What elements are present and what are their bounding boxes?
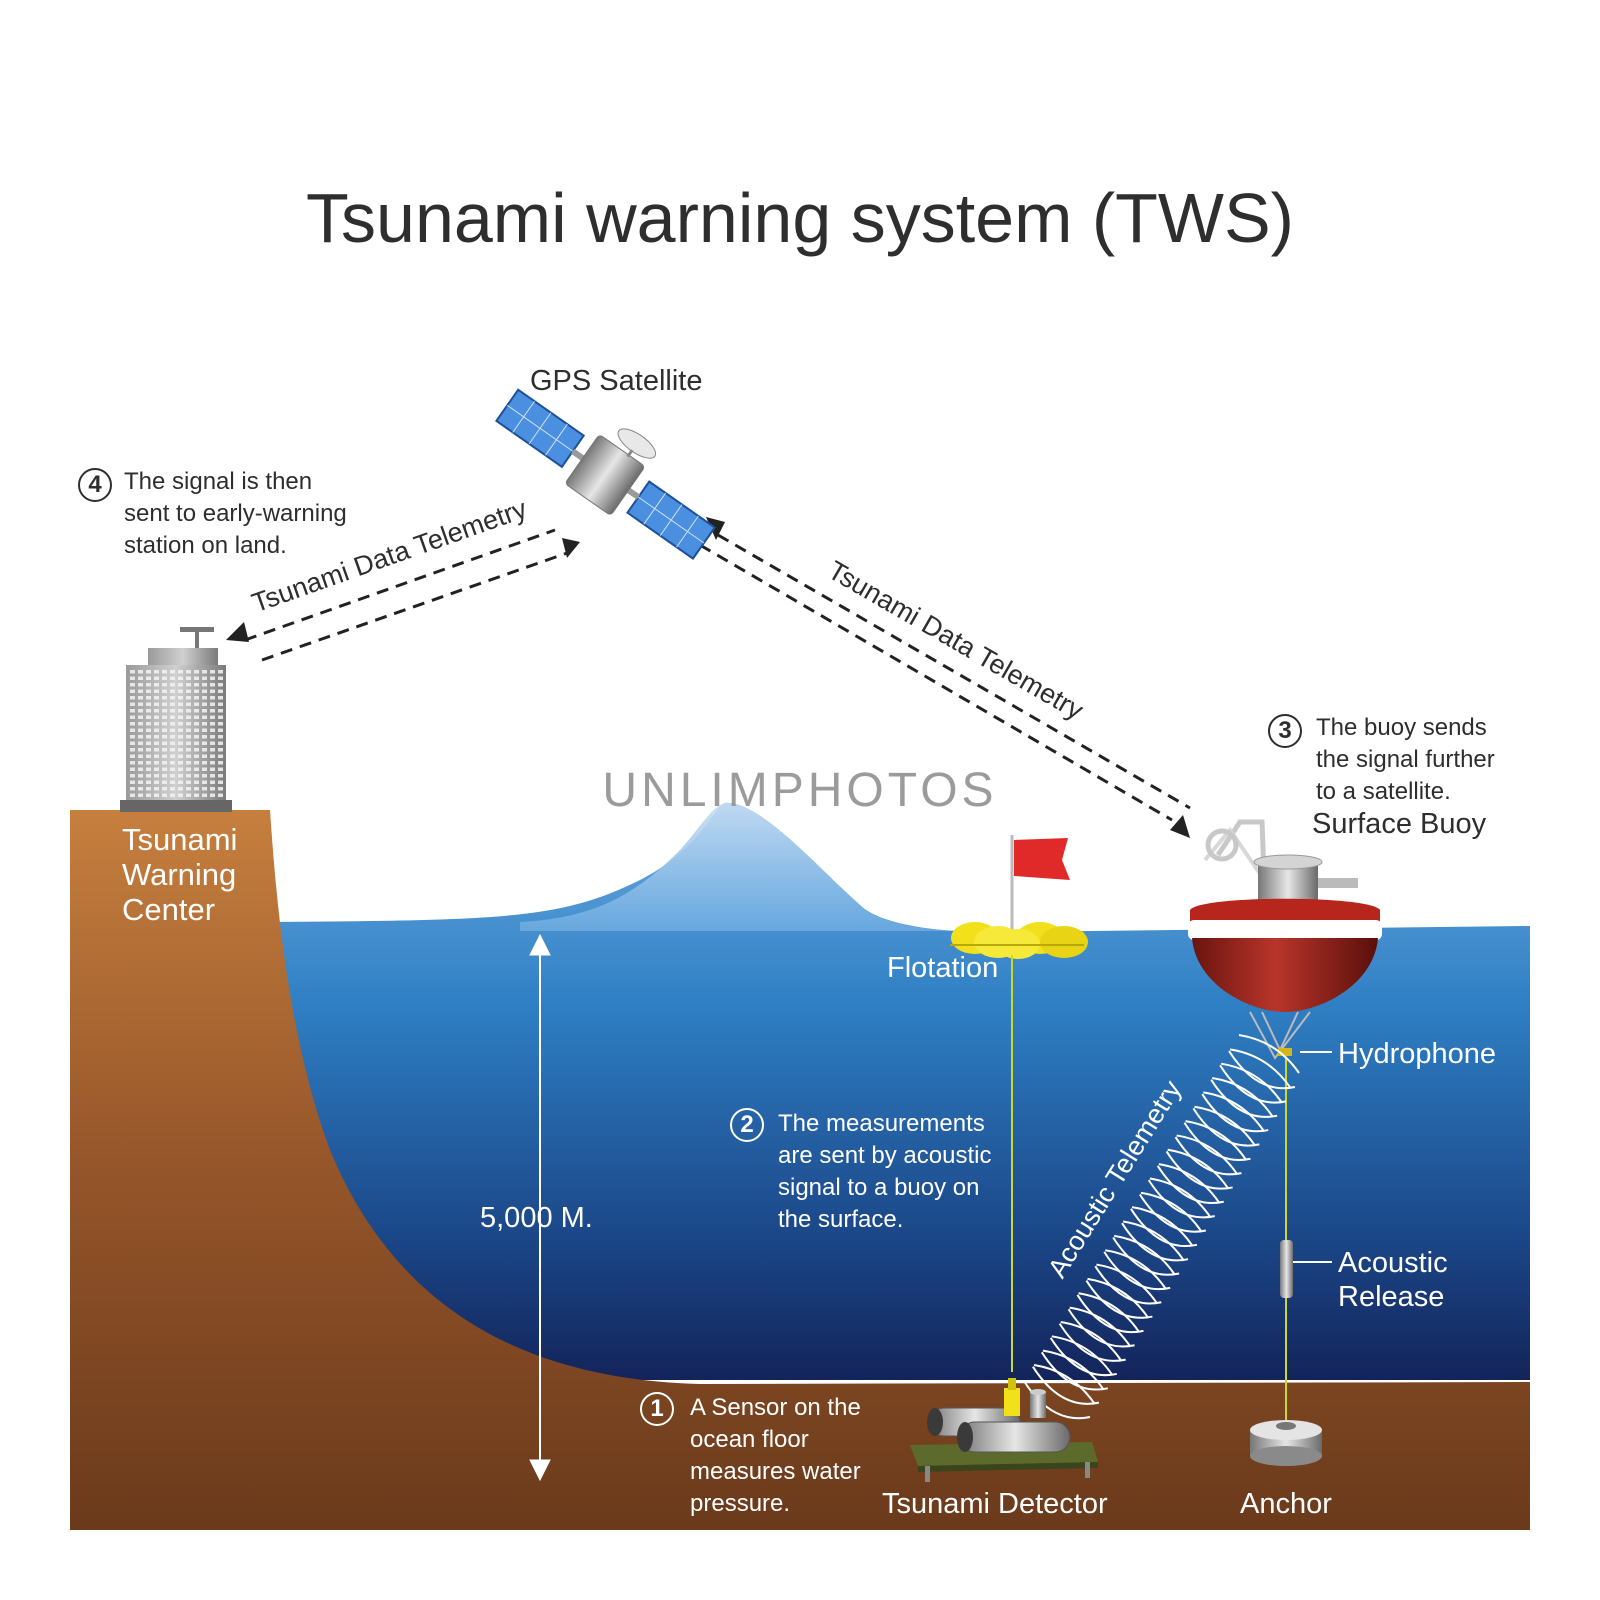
anchor-label: Anchor [1240, 1488, 1332, 1520]
acoustic-release-device [1280, 1240, 1332, 1298]
acoustic-wave-arc [1085, 1280, 1153, 1319]
acoustic-wave-arc [1067, 1308, 1135, 1348]
step-3-number: 3 [1268, 714, 1302, 748]
acoustic-wave-arc [1042, 1349, 1104, 1390]
acoustic-wave-arc [1201, 1093, 1269, 1133]
step-4-number: 4 [78, 468, 112, 502]
acoustic-wave-arc [1023, 1380, 1091, 1420]
arrow-to-buoy [1170, 815, 1190, 838]
acoustic-wave-arc [1228, 1050, 1296, 1090]
acoustic-wave-arc [1096, 1263, 1158, 1304]
acoustic-wave-arc [1033, 1364, 1095, 1404]
acoustic-wave-arc [1238, 1034, 1300, 1074]
acoustic-wave-arc [1122, 1220, 1184, 1261]
warning-center-label: Tsunami Warning Center [122, 822, 238, 927]
tsunami-detector [910, 1378, 1098, 1482]
acoustic-release-label: Acoustic Release [1338, 1247, 1448, 1313]
acoustic-wave-arc [1147, 1179, 1215, 1219]
acoustic-wave-arc [1140, 1191, 1202, 1232]
anchor-weight [1250, 1420, 1322, 1466]
acoustic-wave-arc [1165, 1150, 1233, 1190]
flotation-float [950, 835, 1088, 959]
acoustic-wave-arc [1076, 1294, 1144, 1334]
arrow-to-satellite-left [562, 538, 580, 558]
watermark: UNLIMPHOTOS [602, 764, 998, 817]
gps-satellite-label: GPS Satellite [530, 365, 703, 397]
acoustic-signal-waves [1023, 1034, 1300, 1420]
acoustic-wave-arc [1112, 1236, 1180, 1276]
surface-buoy [1188, 819, 1382, 1060]
acoustic-wave-arc [1185, 1120, 1247, 1160]
telemetry-lines-right [699, 533, 1191, 822]
acoustic-wave-arc [1078, 1292, 1140, 1332]
acoustic-wave-arc [1210, 1079, 1278, 1118]
acoustic-wave-arc [1032, 1366, 1100, 1405]
acoustic-wave-arc [1149, 1177, 1211, 1218]
acoustic-wave-arc [1131, 1206, 1193, 1246]
acoustic-wave-arc [1040, 1351, 1109, 1391]
step-2-number: 2 [730, 1108, 764, 1142]
arrow-to-land [226, 622, 249, 642]
tsunami-wave [520, 802, 960, 931]
acoustic-wave-arc [1183, 1122, 1251, 1161]
acoustic-wave-arc [1158, 1163, 1220, 1203]
page-title: Tsunami warning system (TWS) [306, 179, 1294, 257]
telemetry-lines-left [244, 528, 571, 662]
acoustic-wave-arc [1212, 1077, 1274, 1117]
flotation-label: Flotation [887, 952, 999, 984]
acoustic-wave-arc [1103, 1251, 1171, 1290]
acoustic-wave-arc [1174, 1136, 1242, 1176]
hydrophone-label: Hydrophone [1338, 1038, 1496, 1070]
acoustic-wave-arc [1203, 1091, 1265, 1131]
surface-buoy-label: Surface Buoy [1312, 808, 1487, 840]
acoustic-wave-arc [1130, 1208, 1198, 1247]
land-cliff-and-seafloor [70, 810, 1530, 1530]
acoustic-wave-arc [1114, 1234, 1176, 1275]
acoustic-wave-arc [1105, 1249, 1167, 1289]
acoustic-wave-arc [1176, 1134, 1238, 1174]
acoustic-wave-arc [1221, 1062, 1282, 1103]
warning-center-building [120, 627, 232, 812]
acoustic-wave-arc [1192, 1107, 1260, 1147]
acoustic-wave-arc [1156, 1165, 1224, 1204]
acoustic-wave-arc [1069, 1306, 1131, 1347]
acoustic-wave-arc [1060, 1320, 1122, 1361]
acoustic-wave-arc [1194, 1105, 1256, 1146]
acoustic-wave-arc [1087, 1277, 1149, 1318]
arrow-to-satellite-right [706, 517, 725, 540]
gps-satellite [494, 388, 717, 560]
tsunami-detector-label: Tsunami Detector [882, 1488, 1108, 1520]
acoustic-wave-arc [1058, 1323, 1126, 1362]
step-1-number: 1 [640, 1392, 674, 1426]
acoustic-wave-arc [1167, 1148, 1229, 1189]
acoustic-wave-arc [1094, 1265, 1162, 1305]
acoustic-wave-arc [1219, 1064, 1287, 1104]
acoustic-wave-arc [1051, 1335, 1113, 1375]
depth-label: 5,000 M. [480, 1202, 593, 1234]
depth-arrow [529, 933, 551, 1482]
acoustic-wave-arc [1121, 1222, 1189, 1262]
acoustic-wave-arc [1229, 1048, 1291, 1088]
acoustic-wave-arc [1049, 1337, 1117, 1377]
acoustic-wave-arc [1139, 1193, 1207, 1233]
